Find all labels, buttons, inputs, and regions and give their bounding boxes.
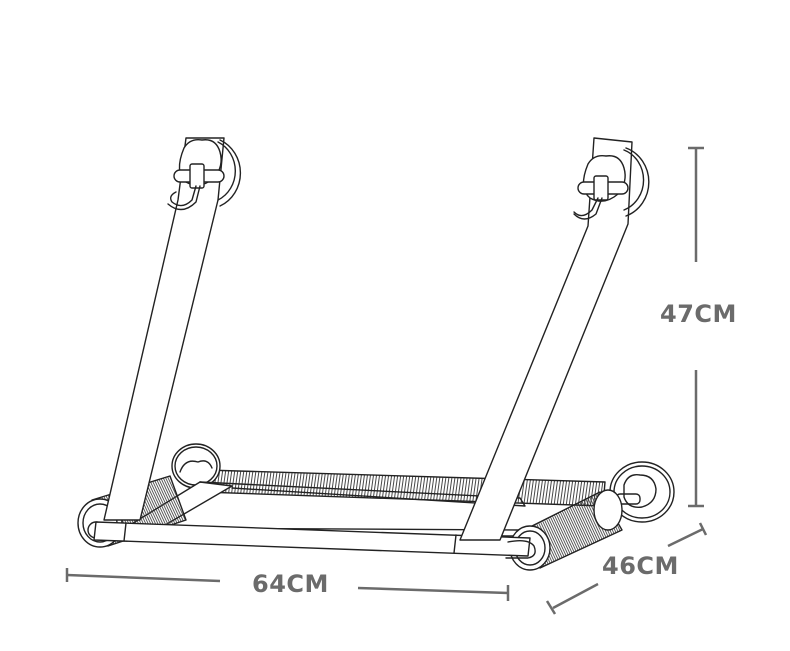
height-dimension-label: 47CM: [660, 300, 737, 328]
depth-dimension-line: [545, 522, 708, 615]
width-dimension-label: 64CM: [252, 570, 329, 598]
width-dimension-line: [65, 568, 510, 601]
left-hook-assembly: [167, 138, 242, 211]
back-left-suction-cup: [171, 443, 221, 489]
height-dimension-line: [688, 146, 704, 508]
left-arm-strap: [103, 137, 225, 521]
front-tube-bar: [93, 521, 536, 559]
right-hook-assembly: [573, 147, 650, 220]
right-arm-strap: [459, 137, 633, 541]
back-right-suction-cup: [609, 461, 675, 523]
back-spring-bar: [202, 469, 606, 507]
depth-dimension-label: 46CM: [602, 552, 679, 580]
